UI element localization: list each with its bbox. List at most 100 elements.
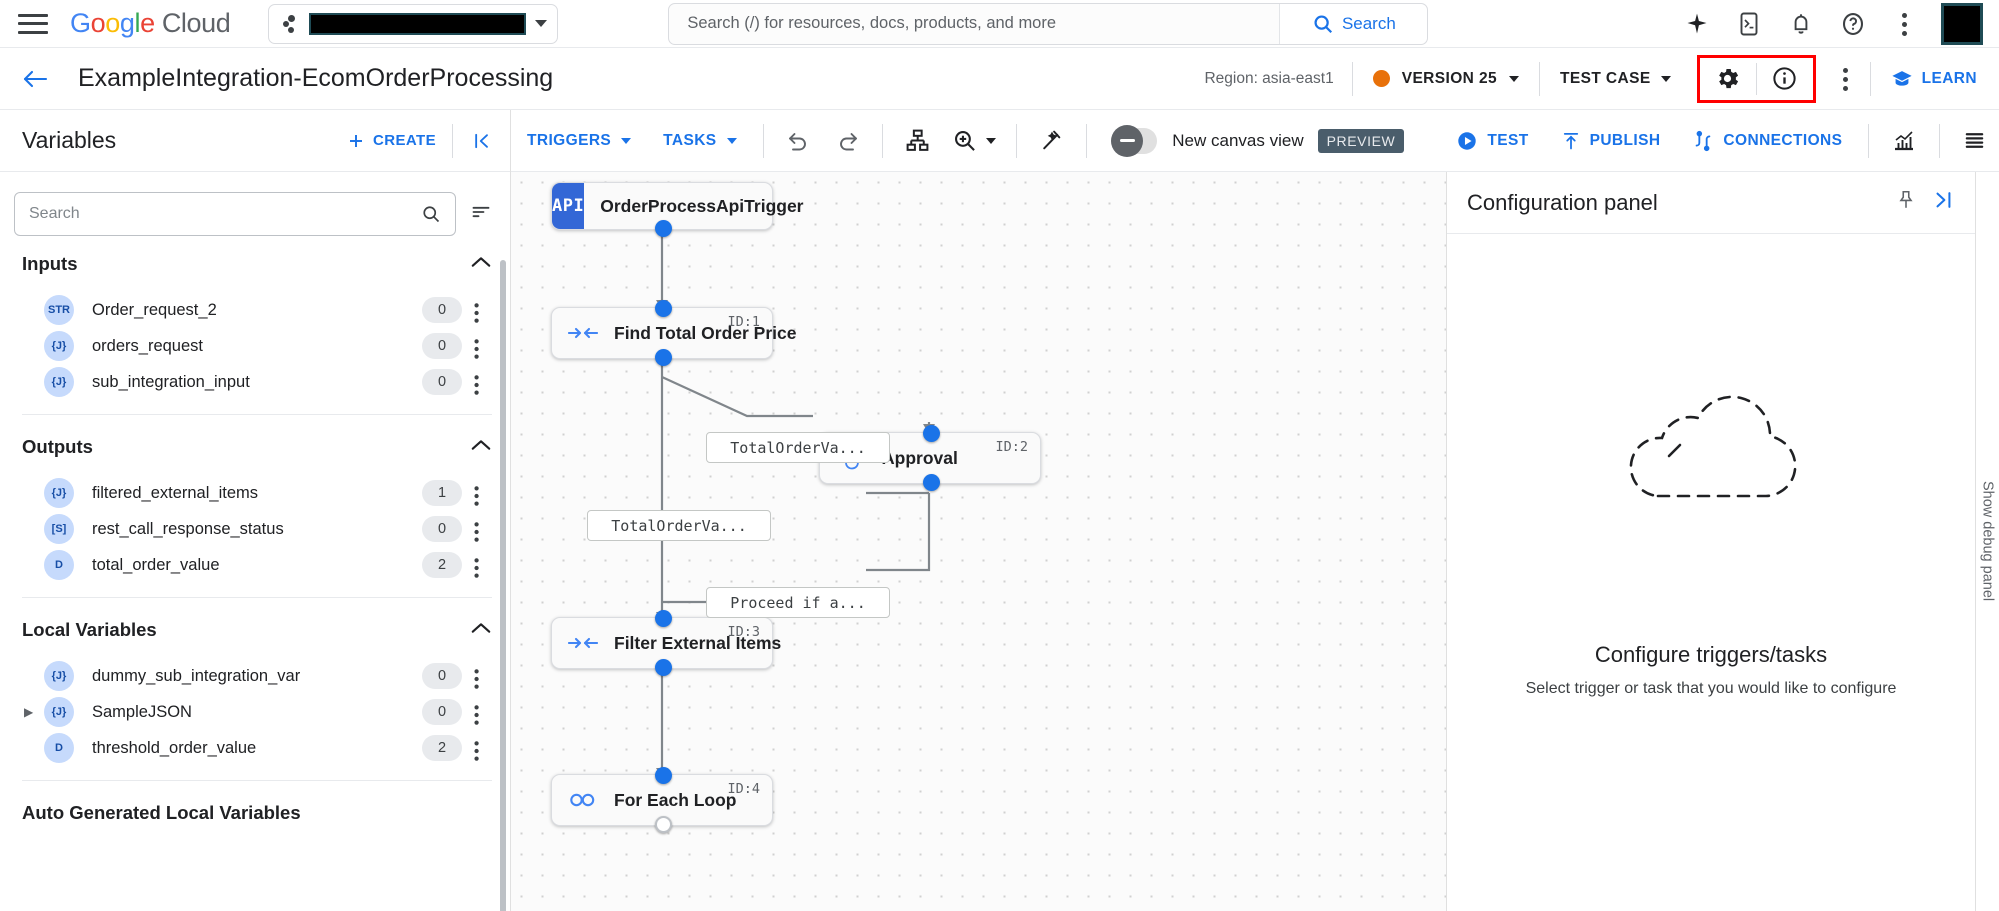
title-more-vert-icon[interactable] [1822,55,1870,103]
variable-more-icon[interactable] [462,554,492,578]
version-selector[interactable]: VERSION 25 [1353,70,1539,88]
node-find-total-order-price[interactable]: Find Total Order Price ID:1 [551,300,797,366]
variables-section-header[interactable]: Outputs [22,419,492,475]
variable-more-icon[interactable] [462,335,492,359]
version-status-dot [1372,70,1390,87]
analytics-chart-icon[interactable] [1879,118,1928,164]
project-selector[interactable] [268,3,559,44]
google-cloud-logo[interactable]: Google Cloud [70,8,231,38]
publish-button[interactable]: PUBLISH [1545,130,1677,152]
logs-list-icon[interactable] [1950,118,1999,164]
edge-label[interactable]: Proceed if a... [706,587,890,618]
tasks-menu[interactable]: TASKS [647,132,752,150]
variable-more-icon[interactable] [462,665,492,689]
learn-label: LEARN [1921,69,1977,87]
variables-section-header[interactable]: Inputs [22,236,492,292]
cloud-shell-icon[interactable] [1725,0,1773,48]
integration-canvas[interactable]: API OrderProcessApiTrigger Find Total Or… [511,172,1446,911]
back-arrow-icon[interactable] [18,62,52,96]
chevron-up-icon[interactable] [470,438,492,457]
node-for-each-loop[interactable]: For Each Loop ID:4 [551,767,773,833]
node-input-port[interactable] [655,767,672,784]
gemini-sparkle-icon[interactable] [1673,0,1721,48]
magic-wand-icon[interactable] [1027,118,1076,164]
collapse-left-icon[interactable] [452,123,510,158]
undo-icon[interactable] [773,118,822,164]
hamburger-icon[interactable] [18,13,48,34]
edge-label[interactable]: TotalOrderVa... [706,432,890,463]
show-debug-panel-rail[interactable]: Show debug panel [1975,172,1999,911]
collapse-right-icon[interactable] [1931,189,1955,216]
test-case-selector[interactable]: TEST CASE [1540,70,1691,88]
variable-more-icon[interactable] [462,482,492,506]
node-output-port[interactable] [655,659,672,676]
node-output-port[interactable] [655,349,672,366]
node-output-port[interactable] [655,816,672,833]
node-order-process-api-trigger[interactable]: API OrderProcessApiTrigger [551,182,804,237]
node-label: OrderProcessApiTrigger [600,195,804,216]
learn-button[interactable]: LEARN [1871,69,1999,88]
divider [1938,123,1940,158]
variable-usage-count: 2 [422,735,462,761]
edge-label[interactable]: TotalOrderVa... [587,510,771,541]
test-button[interactable]: TEST [1440,130,1544,152]
new-canvas-view-label: New canvas view [1172,130,1304,150]
info-circle-icon[interactable] [1757,57,1813,101]
connections-button[interactable]: CONNECTIONS [1676,130,1858,152]
more-vert-icon[interactable] [1881,0,1929,48]
variable-usage-count: 0 [422,516,462,542]
create-variable-button[interactable]: CREATE [347,132,436,150]
variable-more-icon[interactable] [462,299,492,323]
pin-icon[interactable] [1895,189,1917,216]
node-output-port[interactable] [923,474,940,491]
zoom-in-button[interactable] [943,118,1007,164]
node-filter-external-items[interactable]: Filter External Items ID:3 [551,610,781,676]
variable-name: orders_request [92,336,203,355]
settings-gear-icon[interactable] [1700,57,1756,101]
panel-scrollbar[interactable] [500,260,506,911]
new-canvas-view-toggle[interactable] [1111,124,1158,157]
chevron-up-icon[interactable] [470,621,492,640]
global-search[interactable]: Search [668,2,1429,45]
notifications-bell-icon[interactable] [1777,0,1825,48]
node-input-port[interactable] [655,610,672,627]
node-output-port[interactable] [655,220,672,237]
search-button[interactable]: Search [1279,3,1428,44]
variables-section-header[interactable]: Local Variables [22,602,492,658]
node-input-port[interactable] [655,300,672,317]
connections-label: CONNECTIONS [1723,131,1843,149]
variables-panel: Variables CREATE [0,110,511,911]
variable-more-icon[interactable] [462,701,492,725]
chevron-up-icon[interactable] [470,255,492,274]
search-input[interactable] [29,205,421,223]
sort-icon[interactable] [470,202,492,227]
expand-arrow-icon[interactable]: ▶ [24,705,34,719]
search-input[interactable] [669,14,1280,33]
variables-search[interactable] [14,192,456,236]
triggers-menu[interactable]: TRIGGERS [511,132,647,150]
variable-more-icon[interactable] [462,518,492,542]
variable-type-badge: D [44,550,74,580]
section-title: Local Variables [22,619,157,640]
variable-usage-count: 1 [422,480,462,506]
divider [22,780,492,781]
variables-section-header[interactable]: Auto Generated Local Variables [22,785,492,841]
highlight-box [1696,54,1816,103]
node-input-port[interactable] [923,425,940,442]
variable-more-icon[interactable] [462,371,492,395]
redo-icon[interactable] [823,118,872,164]
variable-more-icon[interactable] [462,737,492,761]
help-icon[interactable] [1829,0,1877,48]
auto-layout-icon[interactable] [893,118,942,164]
avatar[interactable] [1941,2,1983,45]
